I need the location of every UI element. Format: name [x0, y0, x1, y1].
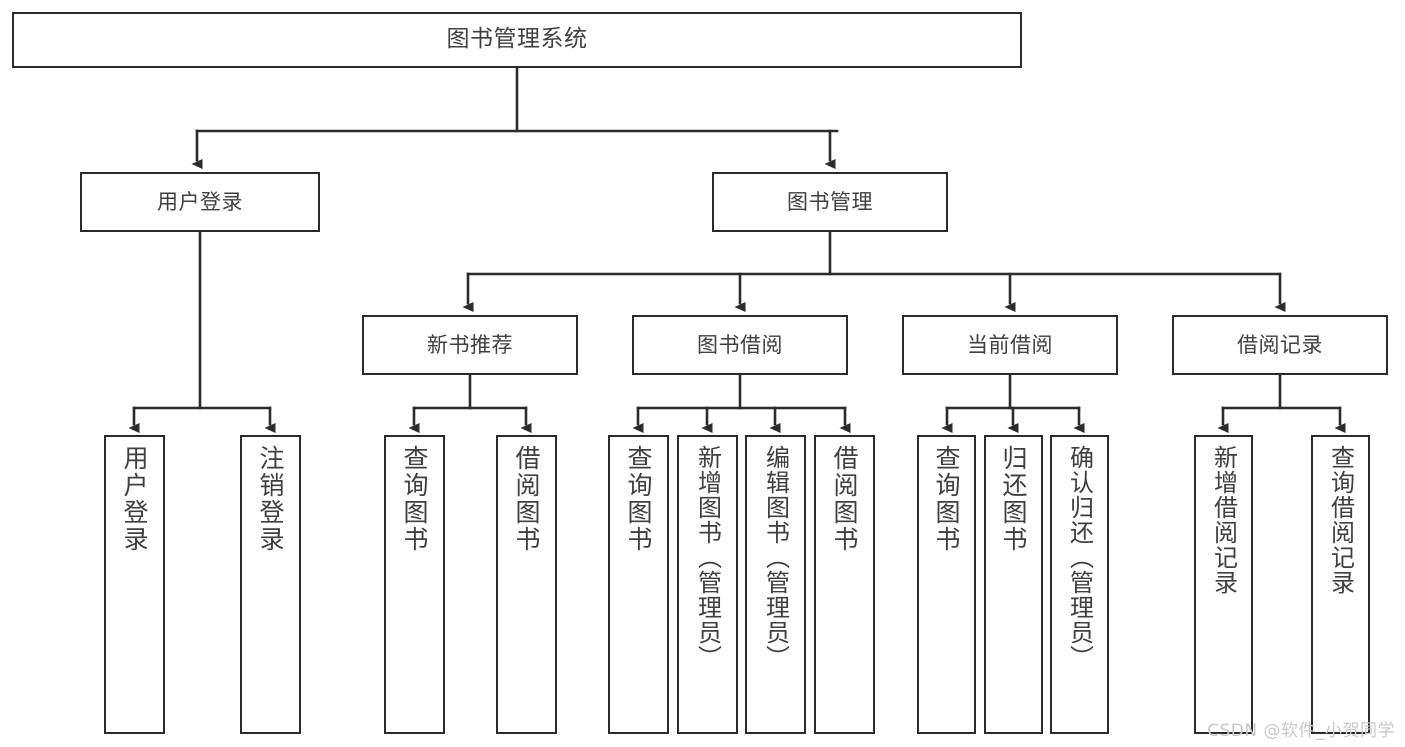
node-leaf-query-book-1[interactable]: 查询图书 [384, 435, 445, 734]
node-label: 图书管理 [787, 189, 873, 214]
node-current-borrow[interactable]: 当前借阅 [902, 315, 1118, 375]
node-book-manage[interactable]: 图书管理 [712, 172, 948, 232]
node-leaf-logout[interactable]: 注销登录 [240, 435, 301, 734]
node-leaf-user-login[interactable]: 用户登录 [104, 435, 165, 734]
node-root[interactable]: 图书管理系统 [12, 12, 1022, 68]
node-label: 用户登录 [157, 189, 243, 214]
node-label: 编辑图书（管理员） [761, 445, 790, 670]
node-label: 查询图书 [624, 445, 653, 553]
node-leaf-add-book[interactable]: 新增图书（管理员） [677, 435, 738, 734]
node-book-borrow[interactable]: 图书借阅 [632, 315, 848, 375]
node-label: 当前借阅 [967, 332, 1053, 357]
node-leaf-edit-book[interactable]: 编辑图书（管理员） [745, 435, 806, 734]
node-user-login[interactable]: 用户登录 [80, 172, 320, 232]
node-leaf-confirm-return[interactable]: 确认归还（管理员） [1050, 435, 1109, 734]
node-label: 查询借阅记录 [1326, 445, 1355, 595]
node-label: 查询图书 [400, 445, 429, 553]
node-leaf-return-book[interactable]: 归还图书 [984, 435, 1043, 734]
node-borrow-record[interactable]: 借阅记录 [1172, 315, 1388, 375]
node-label: 注销登录 [256, 445, 285, 553]
node-label: 借阅图书 [512, 445, 541, 553]
node-label: 图书借阅 [697, 332, 783, 357]
node-leaf-query-book-3[interactable]: 查询图书 [917, 435, 976, 734]
node-label: 新书推荐 [427, 332, 513, 357]
node-leaf-query-record[interactable]: 查询借阅记录 [1311, 435, 1370, 734]
node-label: 图书管理系统 [446, 26, 588, 53]
node-label: 确认归还（管理员） [1065, 445, 1094, 670]
node-leaf-borrow-book-1[interactable]: 借阅图书 [496, 435, 557, 734]
node-leaf-add-record[interactable]: 新增借阅记录 [1194, 435, 1253, 734]
node-label: 用户登录 [120, 445, 149, 553]
node-label: 新增图书（管理员） [693, 445, 722, 670]
node-label: 新增借阅记录 [1209, 445, 1238, 595]
node-label: 查询图书 [932, 445, 961, 553]
node-label: 归还图书 [999, 445, 1028, 553]
node-label: 借阅记录 [1237, 332, 1323, 357]
node-leaf-query-book-2[interactable]: 查询图书 [608, 435, 669, 734]
node-leaf-borrow-book-2[interactable]: 借阅图书 [814, 435, 875, 734]
node-new-book-recommend[interactable]: 新书推荐 [362, 315, 578, 375]
node-label: 借阅图书 [830, 445, 859, 553]
